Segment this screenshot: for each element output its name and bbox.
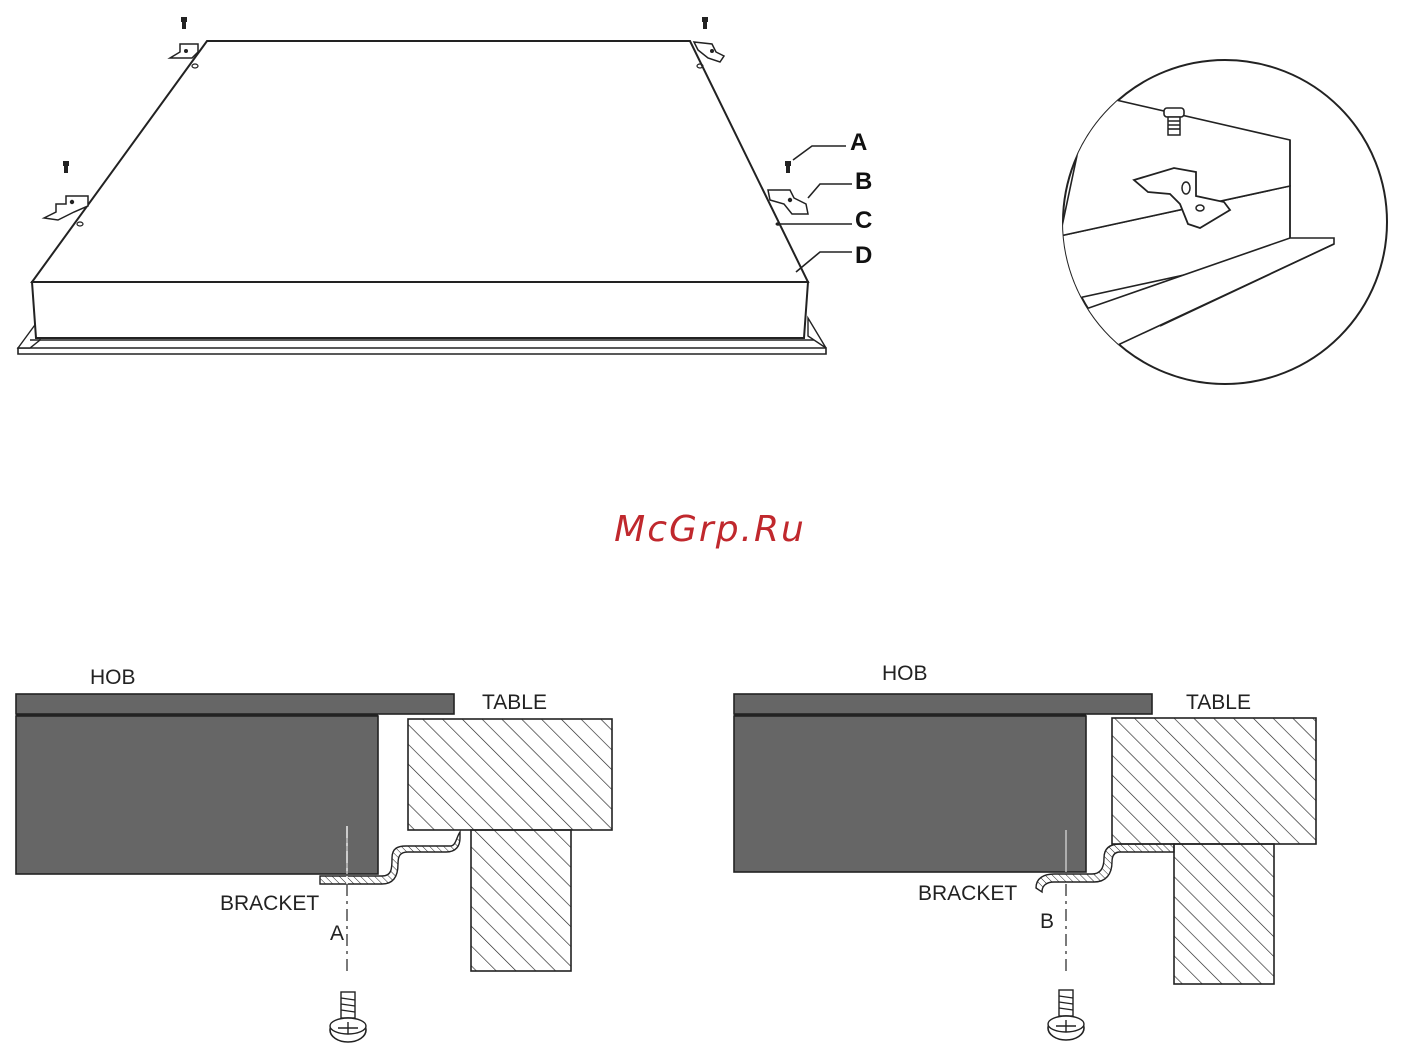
watermark: McGrp.Ru bbox=[614, 509, 806, 550]
callout-d: D bbox=[855, 242, 872, 269]
label-hob-b: HOB bbox=[882, 662, 928, 685]
callout-b: B bbox=[855, 168, 872, 195]
label-hob-a: HOB bbox=[90, 666, 136, 689]
label-bracket-a: BRACKET bbox=[220, 892, 319, 915]
bracket-detail-circle bbox=[1060, 60, 1387, 384]
label-table-a: TABLE bbox=[482, 691, 547, 714]
screw-a-icon bbox=[330, 992, 366, 1042]
section-view-b: HOB TABLE BRACKET B bbox=[734, 662, 1316, 1040]
marker-b: B bbox=[1040, 910, 1054, 933]
callout-a: A bbox=[850, 129, 867, 156]
label-bracket-b: BRACKET bbox=[918, 882, 1017, 905]
marker-a: A bbox=[330, 922, 344, 945]
section-view-a: HOB TABLE BRACKET A bbox=[16, 666, 612, 1042]
callout-c: C bbox=[855, 207, 872, 234]
hob-perspective-view: A B C D bbox=[18, 17, 872, 354]
label-table-b: TABLE bbox=[1186, 691, 1251, 714]
screw-b-icon bbox=[1048, 990, 1084, 1040]
